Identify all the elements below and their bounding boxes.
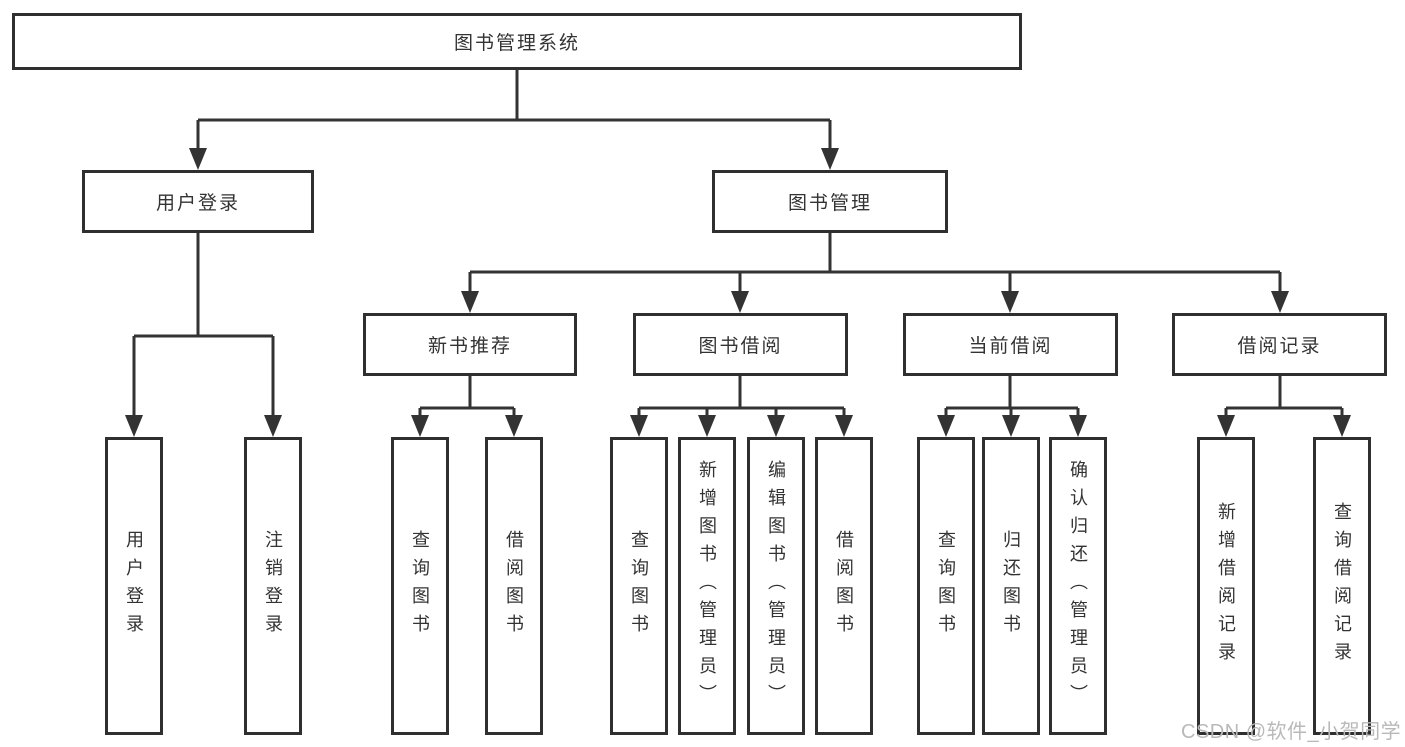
watermark: CSDN @软件_小贺同学 bbox=[1181, 721, 1402, 743]
leaf-borrow-query-books-label: 查询图书 bbox=[629, 530, 649, 642]
node-new-book-recommend: 新书推荐 bbox=[363, 313, 577, 376]
arrow-head bbox=[731, 291, 749, 313]
node-book-borrow: 图书借阅 bbox=[633, 313, 848, 376]
arrow-head bbox=[1333, 415, 1351, 437]
leaf-records-query-record: 查询借阅记录 bbox=[1313, 437, 1371, 735]
leaf-current-confirm-return-label: 确认归还（管理员） bbox=[1068, 460, 1088, 712]
leaf-current-query-books: 查询图书 bbox=[917, 437, 975, 735]
connector-path bbox=[637, 376, 846, 416]
leaf-borrow-query-books: 查询图书 bbox=[610, 437, 668, 735]
node-current-borrow: 当前借阅 bbox=[903, 313, 1118, 376]
node-new-book-recommend-label: 新书推荐 bbox=[427, 336, 512, 357]
arrow-head bbox=[411, 415, 429, 437]
arrow-head bbox=[835, 415, 853, 437]
arrow-head bbox=[189, 148, 207, 170]
leaf-records-add-record-label: 新增借阅记录 bbox=[1216, 502, 1236, 670]
connector-path bbox=[196, 70, 832, 149]
node-borrow-records-label: 借阅记录 bbox=[1237, 336, 1322, 357]
arrow-head bbox=[461, 291, 479, 313]
arrow-head bbox=[698, 415, 716, 437]
leaf-newbook-borrow-books: 借阅图书 bbox=[485, 437, 543, 735]
leaf-newbook-borrow-books-label: 借阅图书 bbox=[504, 530, 524, 642]
leaf-user-login: 用户登录 bbox=[105, 437, 163, 735]
leaf-logout-label: 注销登录 bbox=[263, 530, 283, 642]
leaf-records-query-record-label: 查询借阅记录 bbox=[1332, 502, 1352, 670]
leaf-borrow-borrow-books-label: 借阅图书 bbox=[834, 530, 854, 642]
node-book-management: 图书管理 bbox=[712, 170, 948, 233]
node-user-login-label: 用户登录 bbox=[155, 193, 240, 214]
leaf-current-confirm-return: 确认归还（管理员） bbox=[1049, 437, 1107, 735]
node-current-borrow-label: 当前借阅 bbox=[968, 336, 1053, 357]
leaf-newbook-query-books-label: 查询图书 bbox=[410, 530, 430, 642]
arrow-head bbox=[821, 148, 839, 170]
connector-path bbox=[944, 376, 1080, 416]
connector-path bbox=[1224, 376, 1344, 416]
arrow-head bbox=[125, 415, 143, 437]
arrow-head bbox=[767, 415, 785, 437]
arrow-head bbox=[264, 415, 282, 437]
leaf-borrow-edit-books-label: 编辑图书（管理员） bbox=[766, 460, 786, 712]
arrow-head bbox=[1271, 291, 1289, 313]
leaf-borrow-edit-books: 编辑图书（管理员） bbox=[747, 437, 805, 735]
leaf-user-login-label: 用户登录 bbox=[124, 530, 144, 642]
arrow-head bbox=[1002, 415, 1020, 437]
connector-path bbox=[418, 376, 516, 416]
leaf-current-return-books-label: 归还图书 bbox=[1001, 530, 1021, 642]
arrow-head bbox=[1069, 415, 1087, 437]
connector-path bbox=[468, 233, 1282, 292]
node-user-login: 用户登录 bbox=[82, 170, 314, 233]
node-root-label: 图书管理系统 bbox=[453, 33, 580, 54]
leaf-records-add-record: 新增借阅记录 bbox=[1197, 437, 1255, 735]
node-borrow-records: 借阅记录 bbox=[1172, 313, 1387, 376]
arrow-head bbox=[630, 415, 648, 437]
leaf-borrow-add-books: 新增图书（管理员） bbox=[678, 437, 736, 735]
connector-path bbox=[132, 233, 275, 416]
leaf-logout: 注销登录 bbox=[244, 437, 302, 735]
leaf-current-return-books: 归还图书 bbox=[982, 437, 1040, 735]
arrow-head bbox=[937, 415, 955, 437]
leaf-current-query-books-label: 查询图书 bbox=[936, 530, 956, 642]
leaf-borrow-add-books-label: 新增图书（管理员） bbox=[697, 460, 717, 712]
arrow-head bbox=[1217, 415, 1235, 437]
node-root: 图书管理系统 bbox=[12, 13, 1022, 70]
arrow-head bbox=[505, 415, 523, 437]
leaf-borrow-borrow-books: 借阅图书 bbox=[815, 437, 873, 735]
arrow-head bbox=[1001, 291, 1019, 313]
leaf-newbook-query-books: 查询图书 bbox=[391, 437, 449, 735]
node-book-management-label: 图书管理 bbox=[787, 193, 872, 214]
node-book-borrow-label: 图书借阅 bbox=[698, 336, 783, 357]
